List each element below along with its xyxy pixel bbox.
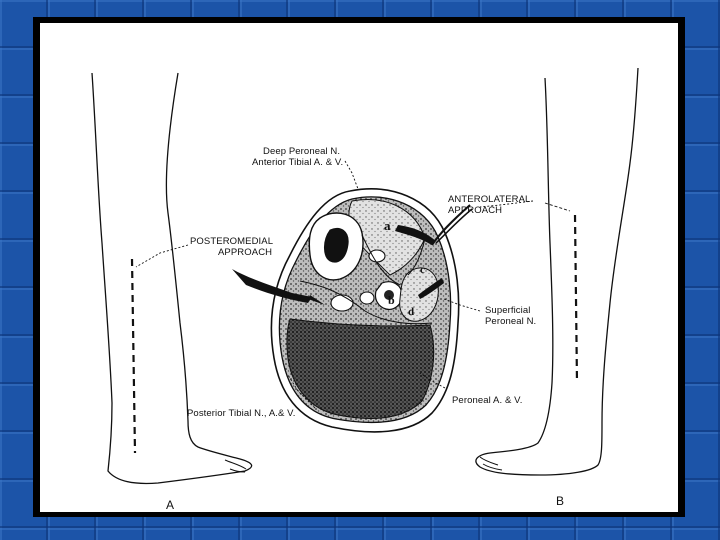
- label-anterior-tibial-vessels: Anterior Tibial A. & V.: [252, 157, 343, 168]
- label-deep-peroneal-nerve: Deep Peroneal N.: [263, 146, 340, 157]
- cross-section: a c b d: [271, 189, 458, 432]
- compartment-label-c: c: [420, 264, 425, 276]
- posteromedial-incision-line: [132, 259, 135, 453]
- right-leg-outline: [476, 68, 638, 475]
- label-superficial: Superficial: [485, 305, 530, 316]
- label-peroneal-vessels: Peroneal A. & V.: [452, 395, 522, 406]
- label-posteromedial: POSTEROMEDIAL: [190, 236, 273, 247]
- left-leg-outline: [92, 73, 252, 484]
- label-anterolateral-approach: APPROACH: [448, 205, 502, 216]
- label-posterior-tibial: Posterior Tibial N., A.& V.: [187, 408, 295, 419]
- compartment-label-a: a: [384, 218, 391, 233]
- label-posteromedial-approach: APPROACH: [218, 247, 272, 258]
- leg-cross-section-diagram: a c b d: [40, 23, 678, 512]
- posterior-tibial-vessel: [331, 295, 353, 311]
- compartment-label-b: b: [388, 293, 395, 307]
- anterior-tibial-vessel: [369, 250, 385, 262]
- label-peroneal-nerve: Peroneal N.: [485, 316, 536, 327]
- panel-label-a: A: [166, 500, 174, 511]
- peroneal-vessel: [360, 292, 374, 304]
- left-foot-toes-detail: [225, 460, 246, 472]
- label-anterolateral: ANTEROLATERAL: [448, 194, 530, 205]
- anterolateral-incision-line: [575, 215, 577, 383]
- compartment-label-d: d: [408, 306, 414, 318]
- panel-label-b: B: [556, 496, 564, 507]
